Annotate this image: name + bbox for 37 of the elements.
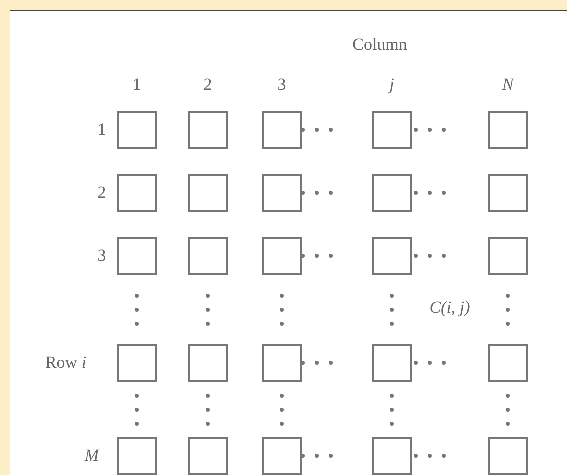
- grid-cell: [117, 111, 157, 149]
- column-number: N: [502, 75, 514, 95]
- column-heading: Column: [352, 35, 408, 55]
- grid-cell: [188, 437, 228, 475]
- row-label: 2: [98, 183, 106, 203]
- column-number: 3: [278, 75, 286, 95]
- grid-cell: [117, 237, 157, 275]
- grid-cell: [488, 111, 528, 149]
- grid-cell: [372, 344, 412, 382]
- grid-cell: [117, 174, 157, 212]
- grid-cell: [117, 437, 157, 475]
- row-label: 3: [98, 246, 106, 266]
- grid-cell: [188, 174, 228, 212]
- grid-cell: [117, 344, 157, 382]
- grid-cell: [262, 174, 302, 212]
- grid-cell: [262, 111, 302, 149]
- grid-cell: [262, 237, 302, 275]
- grid-cell: [188, 237, 228, 275]
- grid-cell: [188, 111, 228, 149]
- grid-cell: [262, 344, 302, 382]
- cell-label: C(i, j): [430, 298, 470, 318]
- column-number: 2: [204, 75, 212, 95]
- column-number: 1: [132, 75, 142, 95]
- grid-cell: [488, 237, 528, 275]
- row-label: 1: [98, 120, 106, 140]
- grid-cell: [262, 437, 302, 475]
- grid-cell: [188, 344, 228, 382]
- grid-cell: [488, 344, 528, 382]
- grid-cell: [488, 174, 528, 212]
- column-number: j: [390, 75, 394, 95]
- grid-cell: [488, 437, 528, 475]
- row-label: M: [84, 446, 100, 466]
- grid-cell: [372, 174, 412, 212]
- grid-cell: [372, 111, 412, 149]
- grid-cell: [372, 237, 412, 275]
- grid-cell: [372, 437, 412, 475]
- row-label: Row i: [45, 353, 87, 373]
